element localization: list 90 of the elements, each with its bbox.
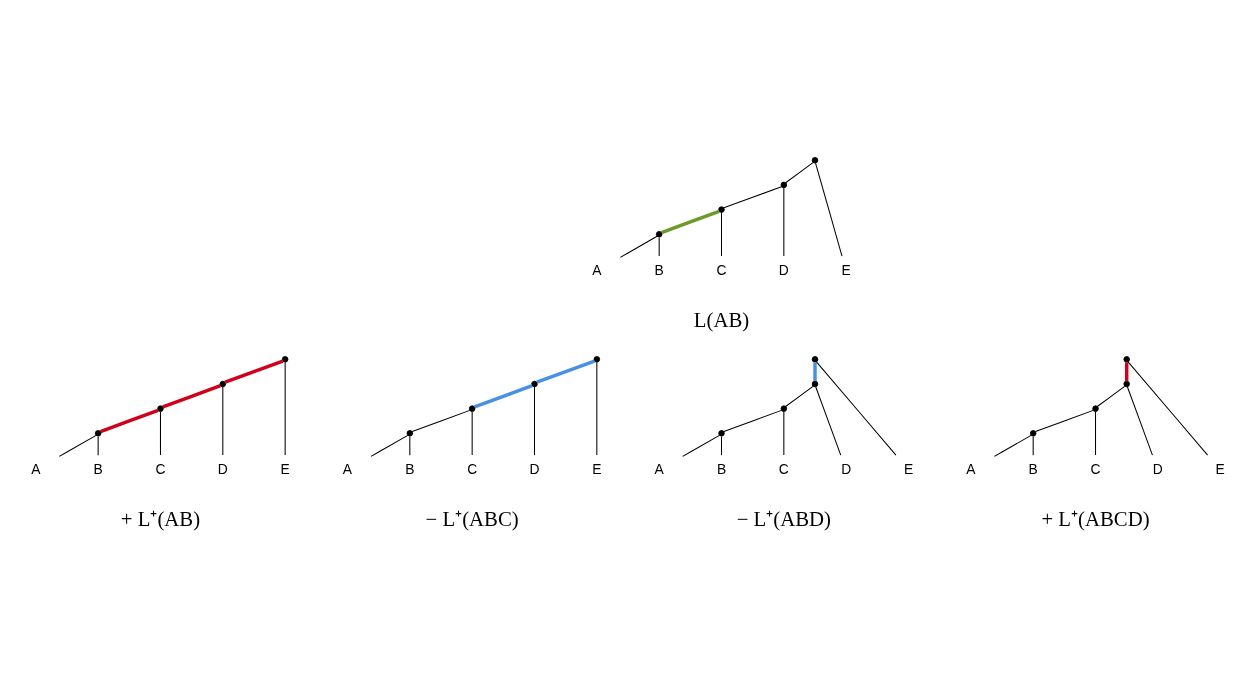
connector [815, 386, 842, 456]
node-text: D [217, 461, 228, 478]
node-point [718, 206, 725, 213]
connector [224, 359, 284, 384]
node-point [1123, 380, 1130, 388]
label: − L⁺(ABC) [425, 507, 519, 531]
node-text: C [467, 461, 478, 478]
connector [783, 187, 785, 257]
connector [682, 434, 720, 457]
node-text: A [966, 461, 976, 478]
node-text: E [280, 461, 290, 478]
connector [660, 209, 720, 235]
connector [619, 235, 658, 258]
connector [58, 434, 97, 457]
connector [162, 384, 222, 409]
connector [596, 361, 598, 456]
connector [473, 384, 533, 409]
node-text: D [529, 461, 540, 478]
node-point [94, 430, 102, 437]
connector [1127, 361, 1209, 456]
node-text: B [654, 261, 664, 278]
node-text: B [405, 461, 415, 478]
connector [534, 386, 535, 456]
connector [370, 434, 409, 457]
node-text: D [778, 261, 789, 278]
node-point [281, 356, 289, 363]
node-text: E [903, 461, 914, 478]
node-text: C [1090, 461, 1101, 478]
connector [785, 385, 814, 407]
connector [783, 411, 785, 456]
node-text: A [342, 461, 353, 478]
node-point [1123, 356, 1130, 363]
node-text: B [93, 461, 103, 478]
connector [1096, 385, 1126, 407]
connector [1032, 436, 1034, 456]
label: − L⁺(ABD) [736, 507, 831, 531]
node-text: E [841, 261, 851, 278]
connector [658, 236, 660, 257]
node-point [219, 380, 227, 388]
connector [159, 411, 161, 456]
node-text: A [592, 261, 602, 278]
connector [816, 361, 897, 456]
connector [785, 162, 814, 184]
connector [1126, 386, 1153, 456]
connector [1124, 362, 1129, 381]
connector [222, 386, 224, 456]
node-text: A [31, 461, 41, 478]
node-point [1092, 405, 1099, 412]
node-point [811, 356, 819, 363]
connector [723, 186, 782, 209]
connector [721, 211, 722, 257]
node-point [718, 430, 725, 437]
node-point [406, 430, 414, 437]
node-point [468, 405, 476, 412]
connector [993, 434, 1032, 457]
node-text: A [654, 461, 664, 478]
label: + L⁺(AB) [120, 507, 201, 531]
node-text: E [1215, 461, 1225, 478]
node-point [811, 157, 819, 164]
connector [815, 162, 843, 257]
node-text: C [716, 261, 727, 278]
node-text: B [1028, 461, 1038, 478]
node-text: C [778, 461, 789, 478]
connector [723, 409, 782, 433]
connector [1095, 411, 1097, 456]
node-text: B [716, 461, 727, 478]
node-point [1029, 430, 1037, 437]
label: + L⁺(ABCD) [1041, 507, 1150, 531]
node-point [655, 231, 663, 238]
connector [1035, 409, 1094, 433]
connector [471, 411, 473, 456]
connector [411, 409, 471, 433]
node-text: D [1152, 461, 1163, 478]
node-point [593, 356, 601, 363]
label: L(AB) [693, 308, 750, 332]
node-text: D [841, 461, 852, 478]
node-text: C [155, 461, 166, 478]
node-point [811, 380, 819, 388]
connector [99, 408, 159, 434]
connector [813, 362, 817, 381]
node-point [531, 380, 538, 388]
node-point [780, 405, 788, 412]
node-point [157, 405, 164, 412]
node-text: E [592, 461, 602, 478]
connector [721, 436, 722, 456]
node-point [780, 181, 788, 189]
connector [97, 436, 99, 456]
connector [284, 361, 286, 456]
connector [536, 359, 596, 384]
connector [409, 436, 411, 456]
